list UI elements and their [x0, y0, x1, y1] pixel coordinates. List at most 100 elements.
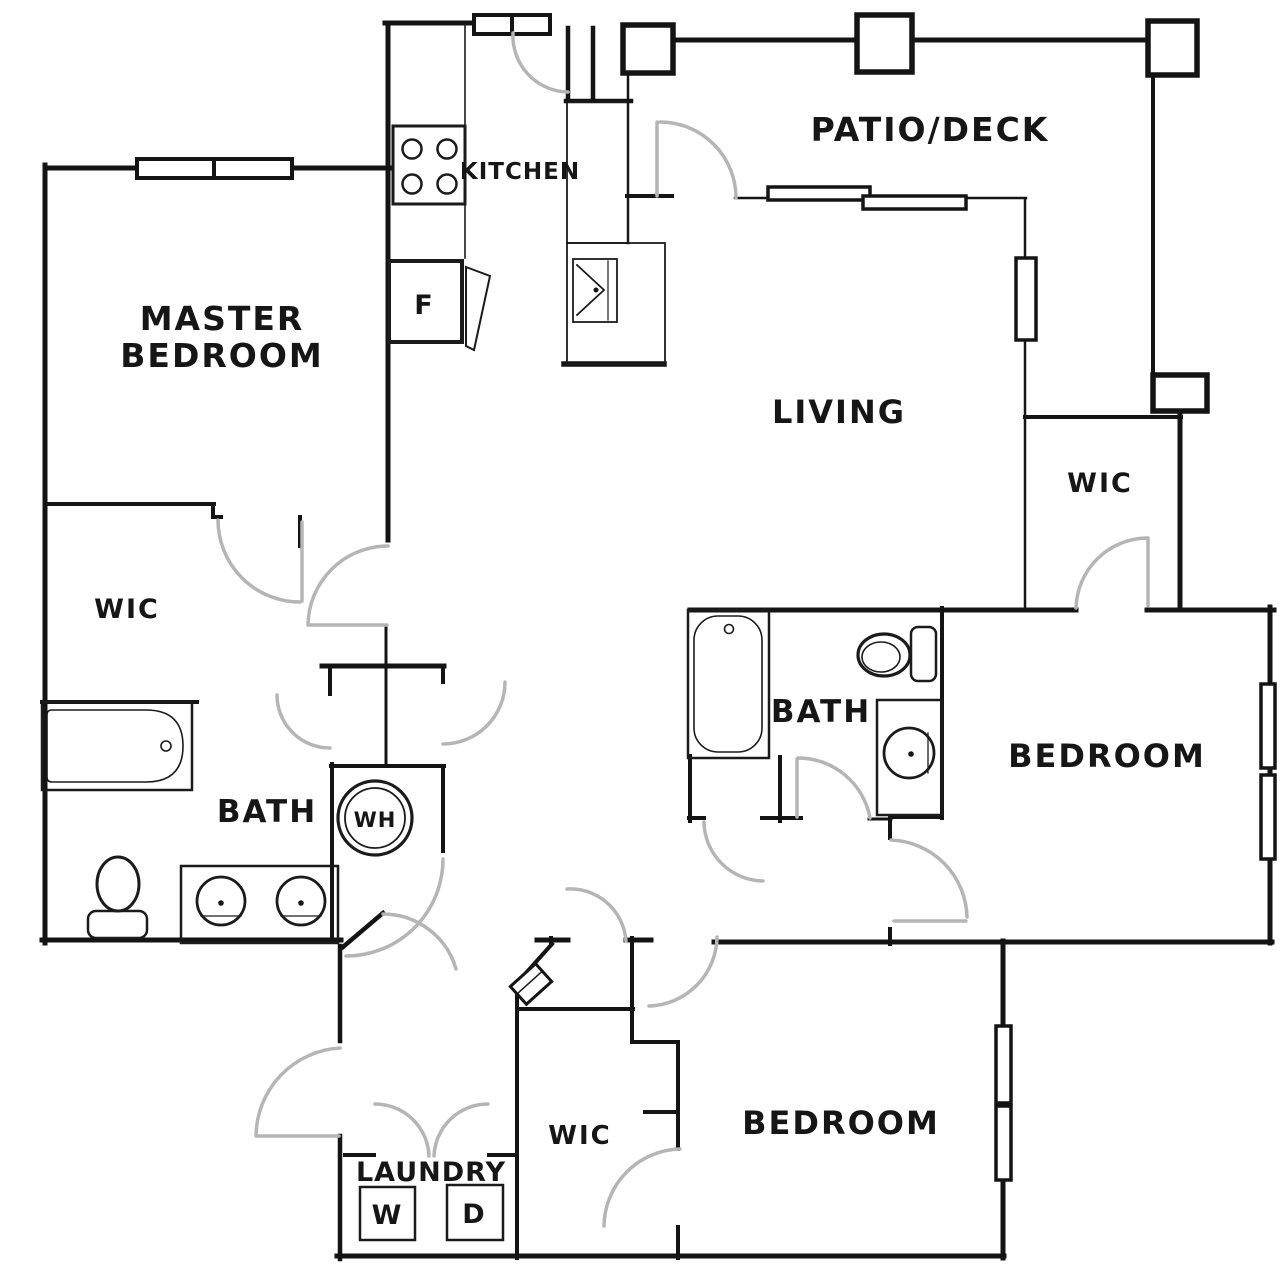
bedroom-right-window-2	[1259, 773, 1277, 861]
hall-lower-door-swing	[344, 857, 445, 958]
room-label-bedroom-bottom: BEDROOM	[742, 1104, 940, 1142]
water-heater-inner-ring	[344, 787, 406, 849]
bath2-entry-door-swing	[795, 756, 872, 820]
stove-burner-icon	[401, 138, 423, 160]
room-label-laundry: LAUNDRY	[356, 1157, 506, 1188]
entry-post	[620, 22, 676, 76]
master-vanity	[179, 864, 340, 945]
hall-diagonal-door-swing	[381, 912, 458, 971]
room-label-wic-bottom: WIC	[548, 1121, 611, 1151]
master-bath-door-swing	[275, 693, 332, 750]
bedroom-right-window-1	[1259, 682, 1277, 770]
master-sink-icon	[275, 875, 327, 927]
hall-door-swing	[441, 680, 507, 746]
sliding-door-panel-right	[861, 194, 968, 211]
room-label-bath-second: BATH	[771, 694, 871, 730]
bath2-toilet-tank	[909, 625, 938, 683]
room-label-wic-master: WIC	[94, 594, 160, 625]
room-label-bath-master: BATH	[217, 794, 317, 830]
master-window-right	[212, 157, 294, 180]
fridge-icon	[387, 259, 464, 344]
door-swings	[216, 31, 1150, 1228]
patio-post-right	[1145, 18, 1200, 78]
wall-water-heater-closet	[329, 762, 446, 943]
room-label-master-line1: MASTER	[140, 299, 305, 338]
fridge-label: F	[414, 290, 433, 321]
sink-dot	[593, 287, 599, 293]
stove-burner-icon	[401, 173, 423, 195]
wic-bottom-top-door-swing	[565, 887, 628, 943]
bath2-vanity	[875, 698, 944, 817]
fridge-open-door-icon	[465, 265, 492, 352]
bath2-toilet-seat	[861, 641, 901, 673]
wic-bottom-side-door-swing	[602, 1147, 682, 1228]
wall-bath2-closet	[687, 754, 803, 823]
patio-door-swing	[655, 120, 738, 200]
sliding-door-panel-left	[766, 185, 872, 202]
master-tub-drain	[160, 740, 172, 752]
bath2-tub-icon	[693, 615, 763, 753]
corner-window-mullion	[515, 970, 544, 995]
master-tub-icon	[46, 709, 184, 783]
wall-laundry	[343, 980, 519, 1260]
stove-burner-icon	[436, 138, 458, 160]
bedroom-bottom-window-1	[994, 1024, 1013, 1105]
room-labels: MASTER BEDROOM KITCHEN PATIO/DECK LIVING…	[94, 110, 1206, 1231]
bath2-closet-door-swing	[702, 820, 765, 883]
room-label-patio-deck: PATIO/DECK	[811, 110, 1050, 149]
wall-living-patio	[733, 196, 1028, 613]
room-label-wic-right: WIC	[1067, 468, 1133, 499]
second-bath-fixtures	[686, 608, 944, 817]
bedroom-bottom-window-2	[994, 1104, 1013, 1182]
kitchen-island	[566, 242, 666, 365]
bedroom-bottom-door-swing	[647, 935, 719, 1008]
washer-label: W	[372, 1200, 403, 1231]
room-label-master-line2: BEDROOM	[120, 336, 323, 375]
wall-hall-lower-left	[337, 909, 387, 1262]
dryer-box	[445, 1183, 505, 1242]
wall-front-entry	[563, 25, 634, 104]
wall-master-hall	[43, 502, 302, 548]
living-side-window	[1014, 256, 1038, 342]
master-toilet-icon	[95, 855, 141, 913]
sink-dot	[908, 751, 914, 757]
master-wic-door-swing	[216, 518, 304, 604]
laundry-double-door-swing	[373, 1102, 490, 1158]
master-toilet-tank	[86, 909, 149, 940]
laundry-fixtures	[358, 1183, 505, 1242]
windows	[135, 13, 1277, 1182]
patio-post-middle	[854, 12, 915, 75]
bath2-tub-surround	[686, 608, 771, 760]
master-window-left	[135, 157, 217, 180]
bath2-sink-icon	[882, 726, 936, 780]
corner-window-frame	[508, 961, 554, 1007]
sink-dot	[218, 900, 224, 906]
stove-icon	[391, 124, 467, 206]
stove-burner-icon	[436, 173, 458, 195]
patio-posts	[620, 12, 1210, 414]
front-door-swing	[511, 31, 570, 94]
bedroom-right-door-swing	[889, 838, 969, 923]
bath2-tub-drain	[723, 623, 735, 635]
master-bedroom-door-swing	[306, 544, 390, 627]
bath2-toilet-icon	[856, 632, 912, 678]
master-tub-surround	[40, 700, 194, 792]
water-heater-icon	[336, 779, 414, 857]
wall-hall-jogs	[328, 664, 445, 696]
dishwasher-sink-icon	[572, 258, 618, 323]
sink-dot	[298, 900, 304, 906]
master-bath-fixtures	[40, 700, 414, 945]
wall-bedrooms-middle	[534, 937, 1275, 945]
exterior-walls	[39, 20, 1277, 1262]
kitchen-window-right	[510, 13, 552, 36]
room-label-living: LIVING	[772, 393, 906, 431]
kitchen-window-left	[472, 13, 515, 36]
kitchen-fixtures	[387, 24, 666, 365]
master-sink-icon	[195, 875, 247, 927]
water-heater-label: WH	[354, 808, 397, 832]
sink-triangle-icon	[575, 263, 606, 317]
room-label-kitchen: KITCHEN	[460, 159, 580, 185]
room-label-bedroom-right: BEDROOM	[1008, 737, 1206, 775]
